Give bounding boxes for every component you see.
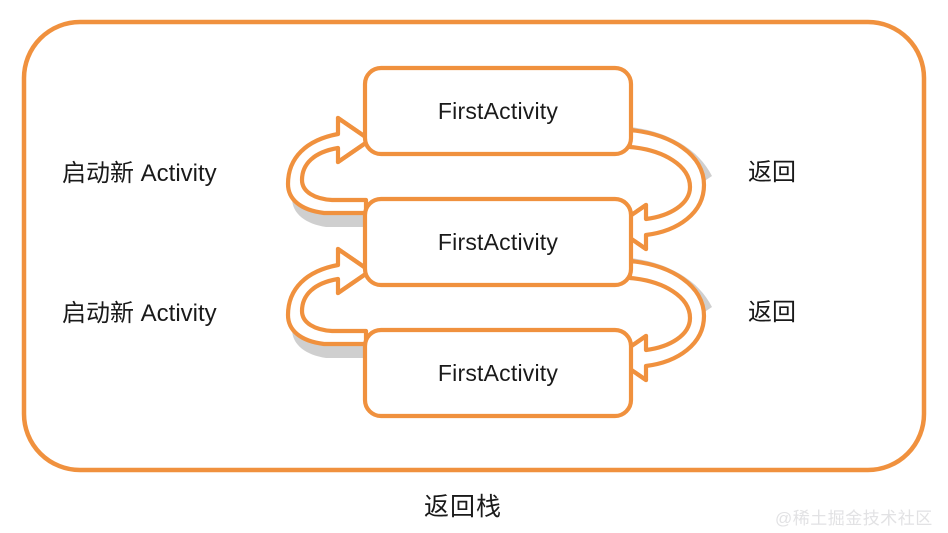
start-activity-label-upper: 启动新 Activity bbox=[62, 160, 217, 187]
activity-box-1[interactable] bbox=[362, 65, 634, 157]
activity-box-2[interactable] bbox=[362, 196, 634, 288]
back-stack-container bbox=[21, 19, 927, 473]
back-label-upper: 返回 bbox=[748, 159, 796, 186]
watermark-text: @稀土掘金技术社区 bbox=[775, 509, 933, 528]
launch-arrow-lower-icon bbox=[285, 246, 373, 358]
start-activity-label-lower: 启动新 Activity bbox=[62, 300, 217, 327]
launch-arrow-upper-icon bbox=[285, 115, 373, 227]
activity-box-3[interactable] bbox=[362, 327, 634, 419]
back-label-lower: 返回 bbox=[748, 299, 796, 326]
back-stack-caption: 返回栈 bbox=[424, 493, 503, 521]
